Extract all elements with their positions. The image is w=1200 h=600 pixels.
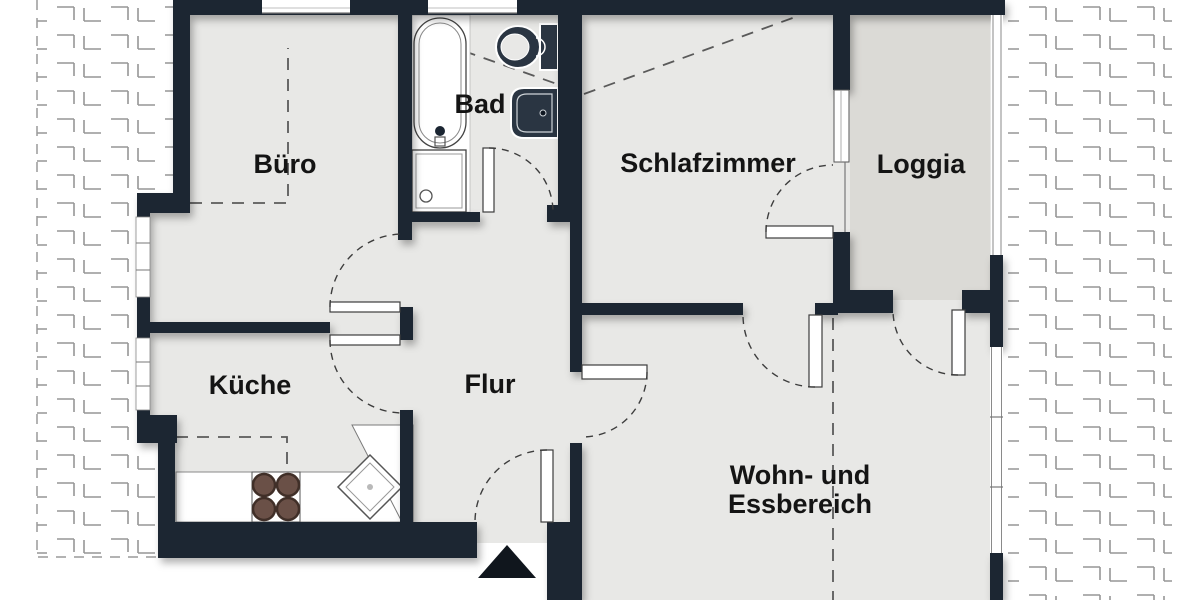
door-swing-buero <box>329 233 404 308</box>
wall-right-mid <box>990 313 1003 347</box>
wall-left-jog <box>137 193 190 213</box>
room-label-wohnbereich-line2: Essbereich <box>728 489 872 519</box>
toilet-icon <box>495 23 559 71</box>
roof-hatch-left <box>37 0 173 557</box>
wall-kueche-east <box>400 410 413 525</box>
roof-slope-dashed-lines <box>176 15 834 600</box>
door-leaf-entrance <box>540 449 554 523</box>
wall-bad-west <box>398 15 412 240</box>
room-labels: Büro Bad Schlafzimmer Loggia Küche Flur … <box>209 89 966 519</box>
roof-slope-line-schlafzimmer <box>583 15 799 95</box>
doors <box>329 147 966 523</box>
wall-bottom <box>158 522 477 558</box>
stove-icon <box>251 471 301 523</box>
door-swing-arcs <box>329 147 959 523</box>
window-bad-top <box>428 0 517 14</box>
room-label-flur: Flur <box>465 369 516 399</box>
corner-sink-icon <box>336 453 404 521</box>
wall-buero-kueche <box>148 322 330 333</box>
window-buero-top <box>262 0 350 14</box>
washbasin-icon <box>510 87 559 139</box>
door-leaf-buero <box>329 301 401 313</box>
wall-bad-south <box>412 212 480 222</box>
room-label-bad: Bad <box>454 89 505 119</box>
room-label-loggia: Loggia <box>877 149 966 179</box>
wall-stairwell <box>547 522 582 600</box>
window-wohnbereich-right <box>990 347 1003 553</box>
wall-loggia-south-left <box>835 290 893 313</box>
door-swing-entrance <box>474 449 548 523</box>
roof-edge-dashed-line <box>36 0 158 558</box>
door-swing-kueche <box>329 339 404 414</box>
roof-slope-line-buero <box>190 48 289 204</box>
door-leaf-kueche <box>329 334 401 346</box>
room-label-kueche: Küche <box>209 370 292 400</box>
wall-flur-east <box>570 222 582 372</box>
outside-area <box>0 557 477 600</box>
kitchen-fixtures <box>175 424 414 523</box>
room-floor-loggia <box>850 15 990 300</box>
door-swing-schlafzimmer-loggia <box>765 164 834 233</box>
window-buero-left <box>135 216 151 298</box>
bathtub-icon <box>413 17 467 149</box>
loggia-railing <box>991 15 1003 255</box>
wall-left-upper <box>173 0 190 195</box>
wall-top <box>173 0 1005 15</box>
wall-left-jog2 <box>137 415 177 443</box>
door-swing-schlafzimmer <box>742 314 816 388</box>
wall-flur-east-lower <box>570 443 582 522</box>
door-leaf-schlafzimmer-loggia <box>765 225 834 239</box>
bathroom-fixtures <box>411 14 559 213</box>
door-leaf-schlafzimmer <box>808 314 823 388</box>
wall-schlafzimmer-south-right <box>815 303 838 315</box>
wall-bad-east <box>558 15 582 222</box>
door-leaf-loggia <box>951 309 966 376</box>
room-label-schlafzimmer: Schlafzimmer <box>620 148 796 178</box>
wall-left-lower <box>158 443 175 525</box>
wall-door-stub <box>400 307 413 340</box>
walls <box>137 0 1005 600</box>
wall-loggia-west-upper <box>833 15 850 90</box>
entrance-triangle-icon <box>478 545 536 578</box>
window-schlafzimmer-loggia <box>833 89 850 232</box>
shower-icon <box>411 149 467 213</box>
wall-right-upper <box>990 255 1003 313</box>
windows <box>135 0 1003 553</box>
wall-schlafzimmer-south <box>582 303 743 315</box>
door-leaf-flur-wohnbereich <box>581 364 648 380</box>
room-label-buero: Büro <box>254 149 317 179</box>
roof-hatch-right <box>1008 0 1172 600</box>
door-leaf-bad <box>482 147 495 213</box>
room-label-wohnbereich-line1: Wohn- und <box>730 460 870 490</box>
roof-slope-line-kueche <box>176 436 288 465</box>
window-kueche-left <box>135 337 151 411</box>
wall-right-lower <box>990 553 1003 600</box>
